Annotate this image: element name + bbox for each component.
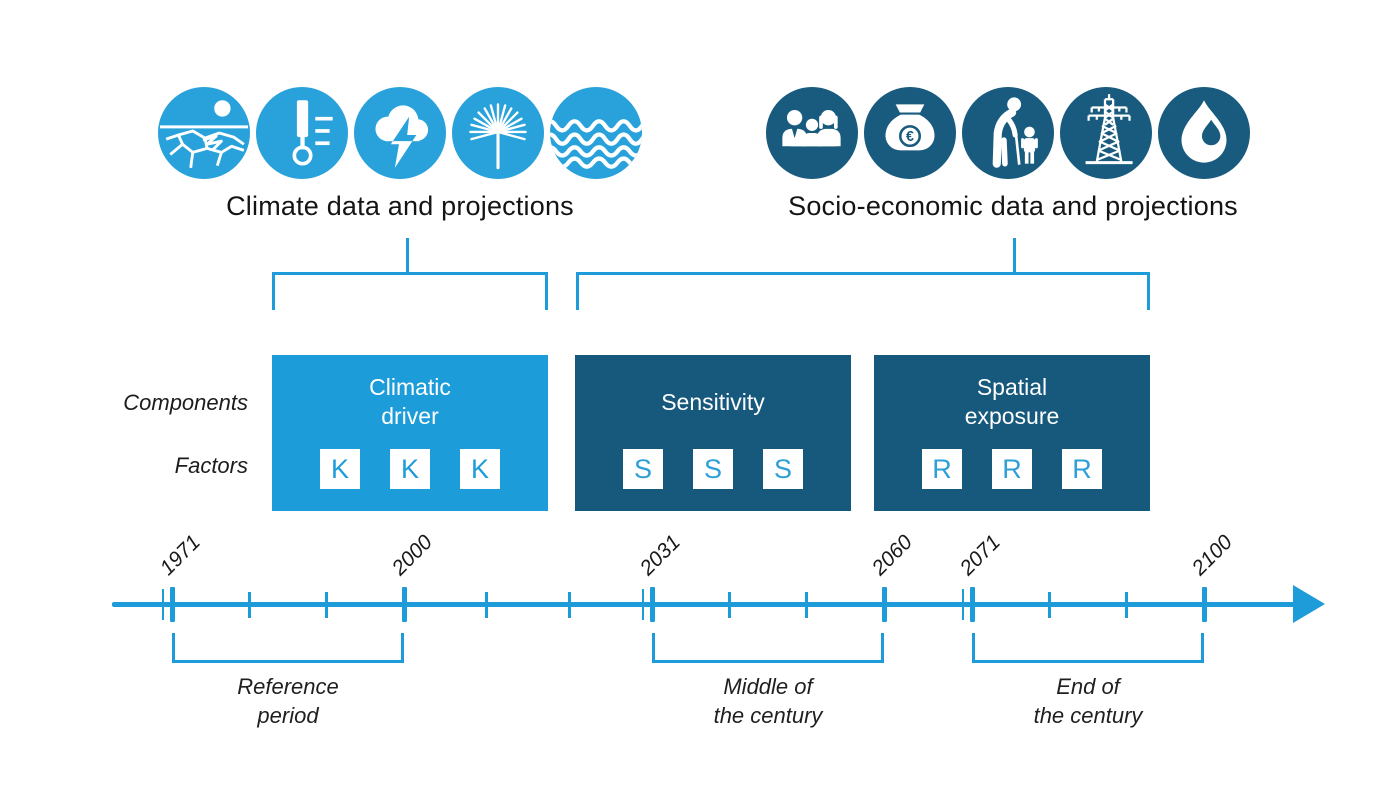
energy-infrastructure-icon xyxy=(1060,87,1152,179)
socio-group-label: Socio-economic data and projections xyxy=(788,191,1238,221)
factor-square-k: K xyxy=(390,449,430,489)
factor-square-r: R xyxy=(1062,449,1102,489)
year-label-2000: 2000 xyxy=(387,530,437,580)
timeline-tick-2000 xyxy=(401,587,407,622)
factor-square-s: S xyxy=(623,449,663,489)
timeline-tick-2060 xyxy=(881,587,887,622)
sensitivity-box: Sensitivity S S S xyxy=(575,355,851,511)
factors-label: Factors xyxy=(174,453,248,478)
factor-square-r: R xyxy=(992,449,1032,489)
timeline-minor-tick xyxy=(485,592,488,618)
socio-icon-group: € xyxy=(766,87,1250,179)
socio-bracket xyxy=(576,272,1150,310)
timeline-minor-tick xyxy=(248,592,251,618)
climate-bracket-stem xyxy=(406,238,409,272)
sensitivity-factors: S S S xyxy=(575,449,851,489)
factor-square-s: S xyxy=(763,449,803,489)
timeline-subtick-2071 xyxy=(961,589,965,620)
sensitivity-title: Sensitivity xyxy=(661,388,765,415)
year-label-2031: 2031 xyxy=(635,530,685,580)
timeline-tick-2100 xyxy=(1201,587,1207,622)
year-label-2071: 2071 xyxy=(955,530,1005,580)
socio-bracket-stem xyxy=(1013,238,1016,272)
spatial-exposure-factors: R R R xyxy=(874,449,1150,489)
timeline-minor-tick xyxy=(568,592,571,618)
timeline-minor-tick xyxy=(325,592,328,618)
factor-square-k: K xyxy=(460,449,500,489)
timeline-minor-tick xyxy=(805,592,808,618)
timeline-arrowhead xyxy=(1293,585,1325,623)
timeline-tick-2031 xyxy=(649,587,655,622)
drought-icon xyxy=(158,87,250,179)
period-bracket-2 xyxy=(972,633,1204,663)
timeline-axis xyxy=(112,602,1295,607)
timeline-minor-tick xyxy=(1048,592,1051,618)
economy-icon: € xyxy=(864,87,956,179)
euro-symbol: € xyxy=(906,129,914,145)
vegetation-icon xyxy=(452,87,544,179)
year-label-2060: 2060 xyxy=(867,530,917,580)
climatic-driver-factors: K K K xyxy=(272,449,548,489)
components-label: Components xyxy=(123,390,248,415)
factor-square-k: K xyxy=(320,449,360,489)
timeline-subtick-2031 xyxy=(641,589,645,620)
demography-icon xyxy=(962,87,1054,179)
timeline-tick-1971 xyxy=(169,587,175,622)
population-icon xyxy=(766,87,858,179)
timeline-tick-2071 xyxy=(969,587,975,622)
temperature-icon xyxy=(256,87,348,179)
timeline-subtick-1971 xyxy=(161,589,165,620)
period-bracket-1 xyxy=(652,633,884,663)
climate-icon-group xyxy=(158,87,642,179)
water-drop-icon xyxy=(1158,87,1250,179)
year-label-1971: 1971 xyxy=(155,530,205,580)
year-label-2100: 2100 xyxy=(1187,530,1237,580)
timeline-minor-tick xyxy=(728,592,731,618)
climate-group-label: Climate data and projections xyxy=(226,191,574,221)
timeline-minor-tick xyxy=(1125,592,1128,618)
period-bracket-0 xyxy=(172,633,404,663)
factor-square-s: S xyxy=(693,449,733,489)
sea-waves-icon xyxy=(550,87,642,179)
climate-bracket xyxy=(272,272,548,310)
storm-icon xyxy=(354,87,446,179)
factor-square-r: R xyxy=(922,449,962,489)
